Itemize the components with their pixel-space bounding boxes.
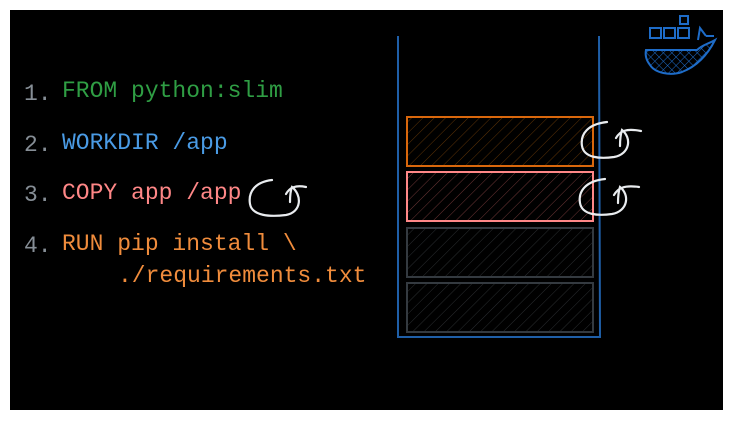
step-number-2: 2. [24,132,52,158]
docker-whale-icon [644,15,718,75]
rotate-arrow-icon [248,178,308,217]
step-run-continuation: ./requirements.txt [118,263,366,289]
diagram-canvas: 1. FROM python:slim 2. WORKDIR /app 3. C… [10,10,723,410]
rotate-arrow-icon [578,177,641,216]
layer-copy [406,171,594,222]
step-run: RUN pip install \ [62,231,297,257]
step-number-4: 4. [24,233,52,259]
layer-run [406,227,594,278]
rotate-arrow-icon [580,120,643,159]
step-workdir: WORKDIR /app [62,130,228,156]
step-copy: COPY app /app [62,180,241,206]
step-from: FROM python:slim [62,78,283,104]
step-number-1: 1. [24,81,52,107]
step-number-3: 3. [24,182,52,208]
diagram-svg: 1. FROM python:slim 2. WORKDIR /app 3. C… [24,15,718,338]
image-container [397,35,602,338]
layer-workdir [406,116,594,167]
layer-base [406,282,594,333]
